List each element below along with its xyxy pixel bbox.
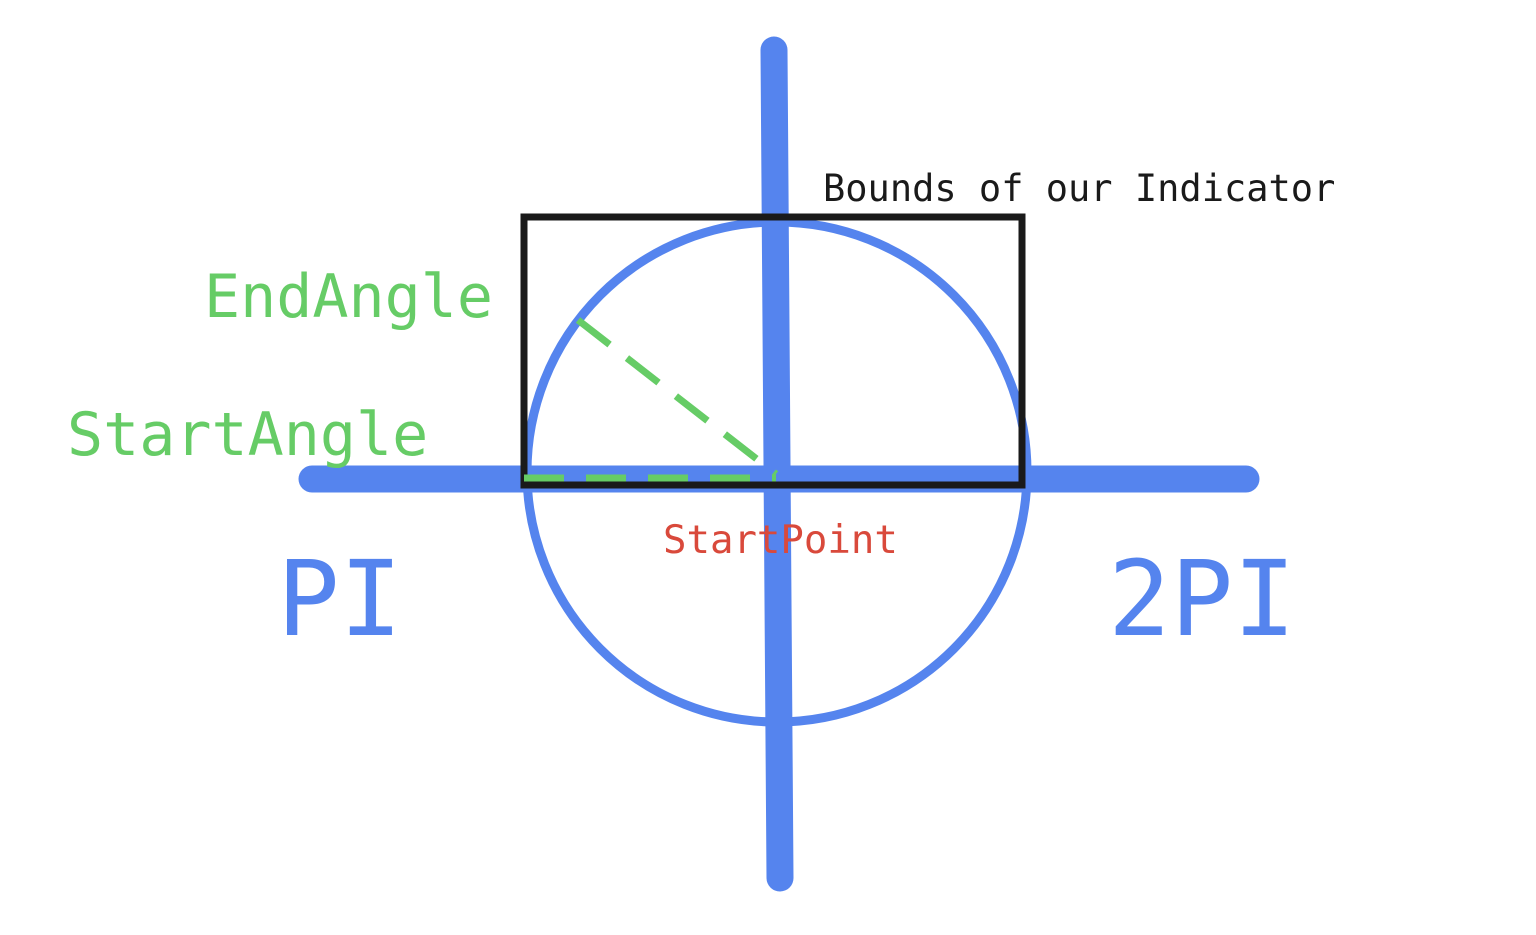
start-angle-label: StartAngle (67, 400, 428, 470)
end-angle-line (575, 317, 779, 477)
pi-label: PI (277, 538, 402, 660)
bounds-label: Bounds of our Indicator (823, 167, 1335, 210)
indicator-bounds (520, 213, 1026, 489)
start-point-label: StartPoint (663, 518, 898, 563)
end-angle-label: EndAngle (204, 262, 493, 332)
two-pi-label: 2PI (1108, 538, 1296, 660)
vertical-axis (760, 36, 794, 892)
